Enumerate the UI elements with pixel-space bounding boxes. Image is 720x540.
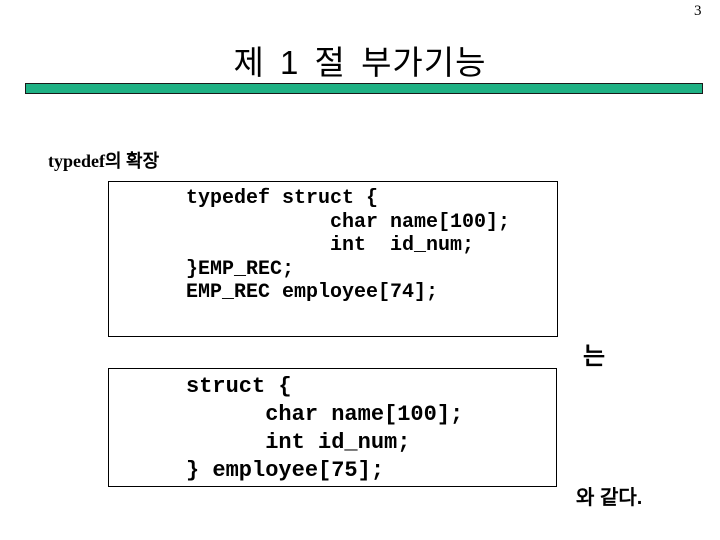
page-number: 3 bbox=[694, 3, 702, 19]
code-line: int id_num; bbox=[186, 234, 475, 257]
code-line: }EMP_REC; bbox=[186, 257, 295, 281]
footer-text: 와 같다. bbox=[576, 487, 643, 509]
code-box-struct: struct { char name[100]; int id_num; } e… bbox=[108, 368, 557, 487]
code-box-typedef: typedef struct { char name[100]; int id_… bbox=[108, 181, 558, 337]
title-divider-bar bbox=[25, 83, 703, 94]
section-heading: typedef의 확장 bbox=[48, 151, 160, 171]
code-line: } employee[75]; bbox=[186, 458, 385, 483]
code-line: int id_num; bbox=[186, 430, 411, 455]
code-line: typedef struct { bbox=[186, 187, 379, 210]
code-line: struct { bbox=[186, 374, 292, 399]
code-line: char name[100]; bbox=[186, 210, 511, 234]
code-line: char name[100]; bbox=[186, 402, 464, 427]
code-line: EMP_REC employee[74]; bbox=[186, 281, 439, 304]
slide-title: 제 1 절 부가기능 bbox=[233, 44, 487, 81]
connector-text: 는 bbox=[583, 343, 606, 370]
